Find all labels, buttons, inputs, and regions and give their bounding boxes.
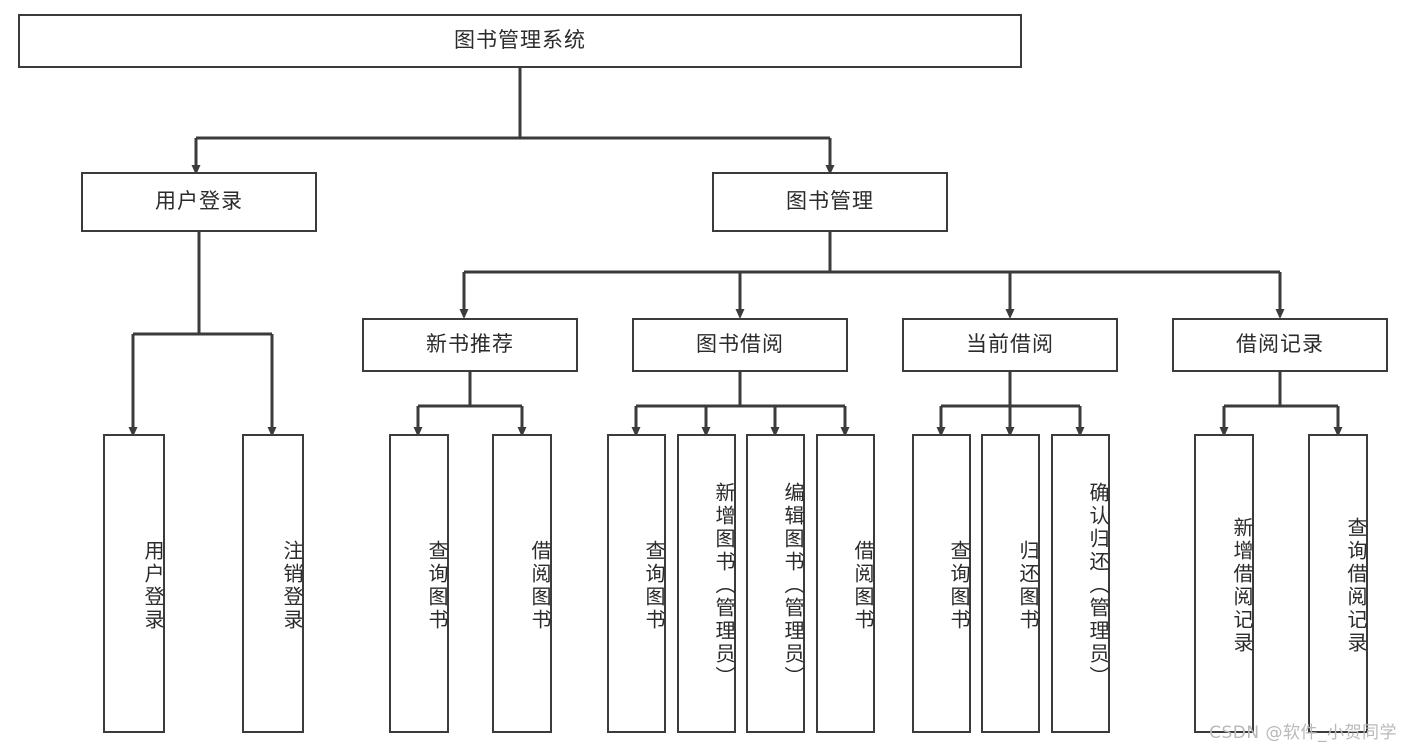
node-leaf-add-borrow-record[interactable]: 新增借阅记录: [1194, 434, 1254, 733]
node-label: 新增图书（管理员）: [712, 482, 736, 689]
node-label: 查询图书: [642, 539, 666, 632]
node-label: 新增借阅记录: [1230, 516, 1254, 655]
node-leaf-return-book[interactable]: 归还图书: [981, 434, 1040, 733]
node-leaf-user-login[interactable]: 用户登录: [103, 434, 165, 733]
node-leaf-query-book-3[interactable]: 查询图书: [912, 434, 971, 733]
node-label: 图书借阅: [696, 332, 784, 357]
node-label: 确认归还（管理员）: [1086, 482, 1110, 689]
node-leaf-logout-login[interactable]: 注销登录: [242, 434, 304, 733]
node-leaf-query-book-2[interactable]: 查询图书: [607, 434, 666, 733]
node-new-book-recommend[interactable]: 新书推荐: [362, 318, 578, 372]
node-book-borrow[interactable]: 图书借阅: [632, 318, 848, 372]
node-label: 图书管理: [786, 189, 874, 214]
node-label: 查询借阅记录: [1344, 516, 1368, 655]
node-label: 查询图书: [425, 539, 449, 632]
node-leaf-add-book-admin[interactable]: 新增图书（管理员）: [677, 434, 736, 733]
node-leaf-query-book-1[interactable]: 查询图书: [389, 434, 449, 733]
node-label: 图书管理系统: [454, 28, 586, 53]
node-book-manage[interactable]: 图书管理: [712, 172, 948, 232]
node-label: 新书推荐: [426, 332, 514, 357]
node-leaf-confirm-return-admin[interactable]: 确认归还（管理员）: [1051, 434, 1110, 733]
node-leaf-query-borrow-record[interactable]: 查询借阅记录: [1308, 434, 1368, 733]
node-leaf-borrow-book-1[interactable]: 借阅图书: [492, 434, 552, 733]
node-label: 用户登录: [155, 189, 243, 214]
node-user-login[interactable]: 用户登录: [81, 172, 317, 232]
node-book-management-system[interactable]: 图书管理系统: [18, 14, 1022, 68]
node-label: 借阅图书: [851, 539, 875, 632]
node-current-borrow[interactable]: 当前借阅: [902, 318, 1118, 372]
node-label: 用户登录: [141, 539, 165, 632]
node-borrow-record[interactable]: 借阅记录: [1172, 318, 1388, 372]
node-label: 注销登录: [280, 539, 304, 632]
node-label: 编辑图书（管理员）: [781, 482, 805, 689]
node-leaf-borrow-book-2[interactable]: 借阅图书: [816, 434, 875, 733]
node-label: 借阅记录: [1236, 332, 1324, 357]
node-leaf-edit-book-admin[interactable]: 编辑图书（管理员）: [746, 434, 805, 733]
node-label: 查询图书: [947, 539, 971, 632]
node-label: 借阅图书: [528, 539, 552, 632]
node-label: 归还图书: [1016, 539, 1040, 632]
node-label: 当前借阅: [966, 332, 1054, 357]
